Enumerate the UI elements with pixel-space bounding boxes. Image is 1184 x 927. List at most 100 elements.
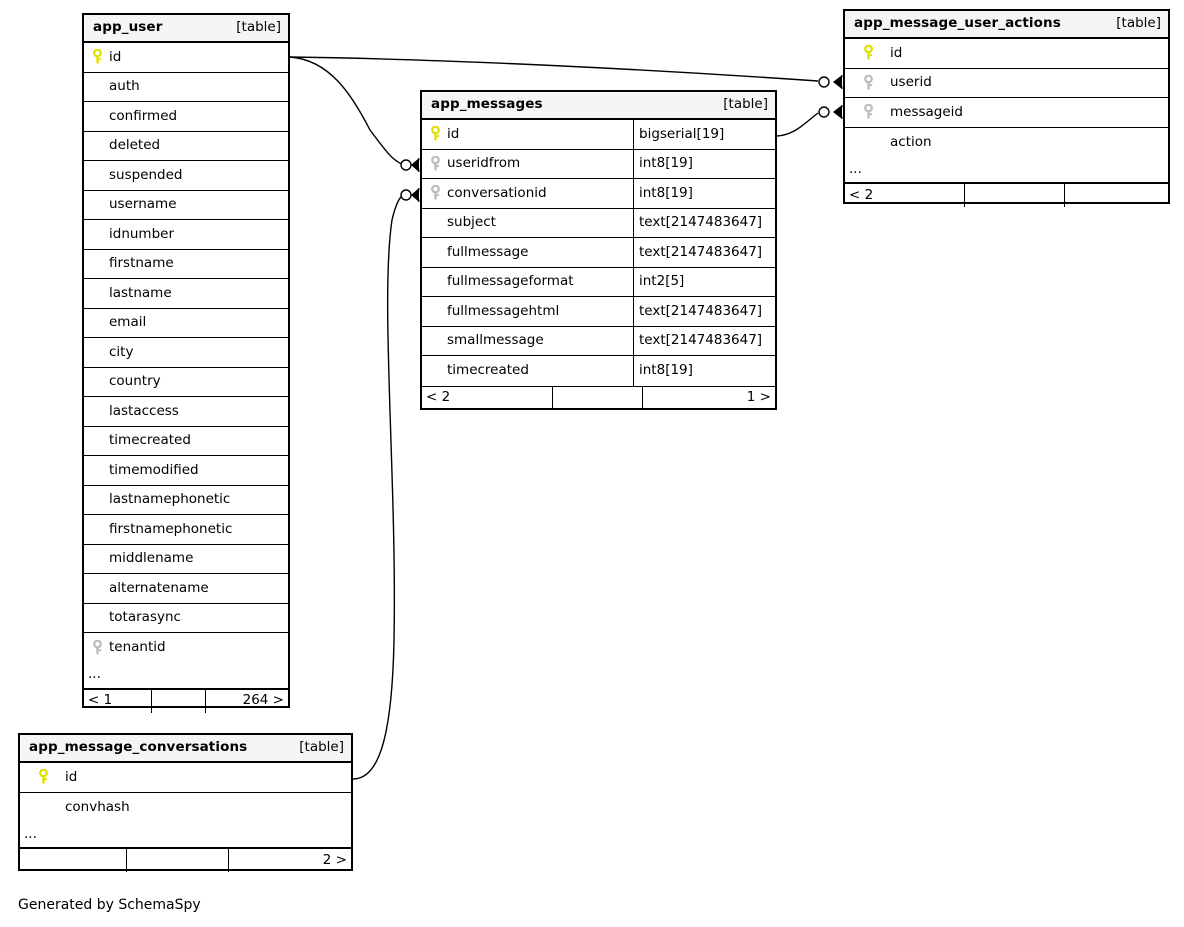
table-title: app_messages	[431, 96, 543, 113]
table-row[interactable]: lastaccess	[84, 397, 288, 427]
table-header-app-message-conversations[interactable]: app_message_conversations [table]	[20, 735, 351, 763]
pager-middle	[964, 184, 1064, 207]
table-row[interactable]: action	[845, 128, 1168, 158]
column-name: id	[447, 125, 460, 142]
table-row[interactable]: id	[84, 43, 288, 73]
table-app-user[interactable]: app_user [table] id auth confirmed delet…	[82, 13, 290, 713]
table-row[interactable]: convhash	[20, 793, 351, 823]
column-name: id	[109, 48, 122, 65]
table-row[interactable]: timecreated int8[19]	[422, 356, 775, 386]
table-row[interactable]: smallmessage text[2147483647]	[422, 326, 775, 356]
table-app-message-user-actions[interactable]: app_message_user_actions [table] id user…	[843, 9, 1170, 207]
column-name: firstname	[109, 255, 174, 271]
column-name: firstnamephonetic	[109, 520, 233, 537]
table-row[interactable]: messageid	[845, 98, 1168, 128]
column-name: timecreated	[109, 432, 191, 448]
column-type: int8[19]	[633, 356, 775, 386]
table-row[interactable]: subject text[2147483647]	[422, 208, 775, 238]
cardinality-zero-marker	[818, 76, 830, 88]
table-row[interactable]: idnumber	[84, 220, 288, 250]
column-name: convhash	[65, 798, 130, 815]
table-row[interactable]: userid	[845, 69, 1168, 98]
table-row[interactable]: middlename	[84, 545, 288, 574]
crowsfoot-many-marker	[411, 158, 419, 172]
foreign-key-icon	[863, 104, 890, 120]
table-row[interactable]: fullmessagehtml text[2147483647]	[422, 297, 775, 327]
pager-middle	[126, 849, 228, 872]
pager-next-button[interactable]: 1 >	[642, 386, 775, 410]
pager-prev-button[interactable]: < 2	[849, 186, 874, 203]
table-row[interactable]: totarasync	[84, 604, 288, 633]
column-name: fullmessage	[447, 243, 529, 260]
table-row[interactable]: tenantid	[84, 633, 288, 663]
pager-next-button[interactable]: 2 >	[228, 849, 351, 872]
table-row[interactable]: country	[84, 368, 288, 397]
table-row[interactable]: firstnamephonetic	[84, 515, 288, 545]
table-pager-app-message-user-actions: < 2	[845, 183, 1168, 207]
column-type: text[2147483647]	[633, 208, 775, 237]
table-row[interactable]: fullmessageformat int2[5]	[422, 267, 775, 297]
column-type: text[2147483647]	[633, 326, 775, 355]
table-row[interactable]: timecreated	[84, 427, 288, 456]
column-type: int8[19]	[633, 149, 775, 178]
column-name: deleted	[109, 137, 161, 153]
primary-key-icon	[38, 769, 65, 785]
column-name: middlename	[109, 550, 194, 566]
column-type: int8[19]	[633, 179, 775, 208]
column-name: lastaccess	[109, 402, 179, 419]
table-row[interactable]: useridfrom int8[19]	[422, 149, 775, 179]
table-row[interactable]: suspended	[84, 161, 288, 191]
pager-middle	[151, 689, 205, 713]
table-row[interactable]: id bigserial[19]	[422, 120, 775, 150]
column-name: subject	[447, 214, 496, 230]
column-name: timecreated	[447, 362, 529, 378]
table-app-message-conversations[interactable]: app_message_conversations [table] id con…	[18, 733, 353, 872]
table-header-app-message-user-actions[interactable]: app_message_user_actions [table]	[845, 11, 1168, 39]
column-name: id	[65, 768, 78, 785]
column-name: smallmessage	[447, 332, 544, 348]
table-row[interactable]: id	[845, 39, 1168, 69]
pager-prev-button[interactable]: < 1	[88, 692, 113, 709]
pager-prev-button[interactable]	[20, 849, 126, 872]
table-row[interactable]: id	[20, 763, 351, 793]
crowsfoot-many-marker	[411, 188, 419, 202]
table-pager-app-user: < 1 264 >	[84, 688, 288, 713]
table-row[interactable]: email	[84, 309, 288, 338]
edge-app-user-to-app-messages-useridfrom	[289, 56, 420, 173]
table-row[interactable]: timemodified	[84, 456, 288, 486]
table-row[interactable]: auth	[84, 73, 288, 102]
table-row[interactable]: lastname	[84, 279, 288, 309]
table-header-app-user[interactable]: app_user [table]	[84, 15, 288, 43]
column-name: email	[109, 314, 147, 330]
table-header-app-messages[interactable]: app_messages [table]	[422, 92, 775, 120]
column-name: messageid	[890, 103, 963, 120]
column-name: suspended	[109, 166, 183, 183]
pager-next-button[interactable]: 264 >	[205, 689, 288, 713]
cardinality-zero-marker	[400, 159, 412, 171]
pager-next-button[interactable]	[1064, 184, 1168, 207]
table-row[interactable]: lastnamephonetic	[84, 486, 288, 515]
pager-prev-button[interactable]: < 2	[426, 389, 451, 406]
table-row[interactable]: alternatename	[84, 574, 288, 604]
more-columns-indicator: ...	[84, 663, 288, 689]
crowsfoot-many-marker	[833, 75, 842, 89]
table-title: app_message_user_actions	[854, 15, 1061, 32]
crowsfoot-many-marker	[833, 105, 842, 119]
edge-app-messages-to-app-message-user-actions-messageid	[776, 104, 843, 137]
column-name: idnumber	[109, 225, 175, 242]
table-row[interactable]: city	[84, 338, 288, 368]
table-row[interactable]: conversationid int8[19]	[422, 179, 775, 209]
more-columns-indicator: ...	[845, 157, 1168, 183]
table-row[interactable]: firstname	[84, 250, 288, 279]
column-name: tenantid	[109, 639, 166, 655]
table-type-tag: [table]	[236, 19, 281, 36]
table-row[interactable]: confirmed	[84, 102, 288, 132]
column-name: useridfrom	[447, 155, 521, 171]
table-type-tag: [table]	[299, 739, 344, 756]
table-app-messages[interactable]: app_messages [table] id bigserial[19] us…	[420, 90, 777, 410]
table-row[interactable]: fullmessage text[2147483647]	[422, 238, 775, 268]
foreign-key-icon	[863, 74, 890, 91]
table-row[interactable]: username	[84, 191, 288, 220]
table-row[interactable]: deleted	[84, 132, 288, 161]
column-name: timemodified	[109, 461, 199, 478]
